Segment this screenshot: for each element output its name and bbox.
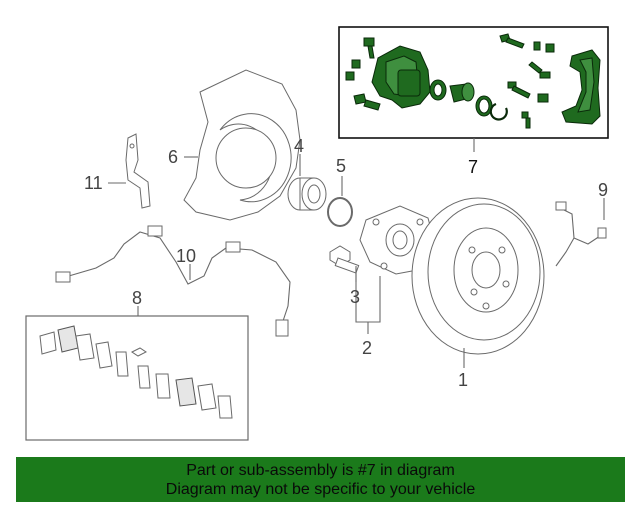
caliper-bolts-left bbox=[345, 37, 381, 111]
speed-sensor-rear[interactable] bbox=[555, 201, 607, 267]
brake-rotor[interactable] bbox=[411, 197, 545, 355]
callout-6[interactable]: 6 bbox=[168, 147, 178, 167]
callout-5[interactable]: 5 bbox=[336, 156, 346, 176]
hub-bolt[interactable] bbox=[329, 245, 360, 274]
callout-8[interactable]: 8 bbox=[132, 288, 142, 308]
caliper-piston-seals bbox=[429, 79, 508, 121]
hub-bearing[interactable] bbox=[287, 177, 327, 211]
caliper-bracket bbox=[561, 49, 601, 125]
sensor-bracket[interactable] bbox=[125, 133, 151, 209]
callout-2[interactable]: 2 bbox=[362, 338, 372, 358]
caliper-kit-group[interactable] bbox=[338, 26, 609, 139]
banner-line-2: Diagram may not be specific to your vehi… bbox=[165, 481, 476, 498]
callout-1[interactable]: 1 bbox=[458, 370, 468, 390]
brake-pads-frame bbox=[25, 315, 249, 441]
callout-11[interactable]: 11 bbox=[84, 173, 103, 193]
callout-7[interactable]: 7 bbox=[468, 157, 478, 177]
caliper-pins bbox=[499, 33, 555, 129]
splash-shield[interactable] bbox=[183, 69, 301, 221]
brake-assembly-diagram: 7 6 11 4 5 3 bbox=[25, 26, 609, 441]
speed-sensor-harness[interactable] bbox=[55, 225, 291, 337]
callout-9[interactable]: 9 bbox=[598, 180, 608, 200]
callout-4[interactable]: 4 bbox=[294, 136, 304, 156]
info-banner: Part or sub-assembly is #7 in diagram Di… bbox=[16, 457, 625, 502]
caliper-body bbox=[371, 45, 431, 109]
brake-pads-group[interactable] bbox=[25, 315, 249, 441]
callout-3[interactable]: 3 bbox=[350, 287, 360, 307]
callout-10[interactable]: 10 bbox=[176, 246, 196, 266]
banner-line-1: Part or sub-assembly is #7 in diagram bbox=[186, 462, 455, 479]
snap-ring[interactable] bbox=[327, 197, 353, 227]
